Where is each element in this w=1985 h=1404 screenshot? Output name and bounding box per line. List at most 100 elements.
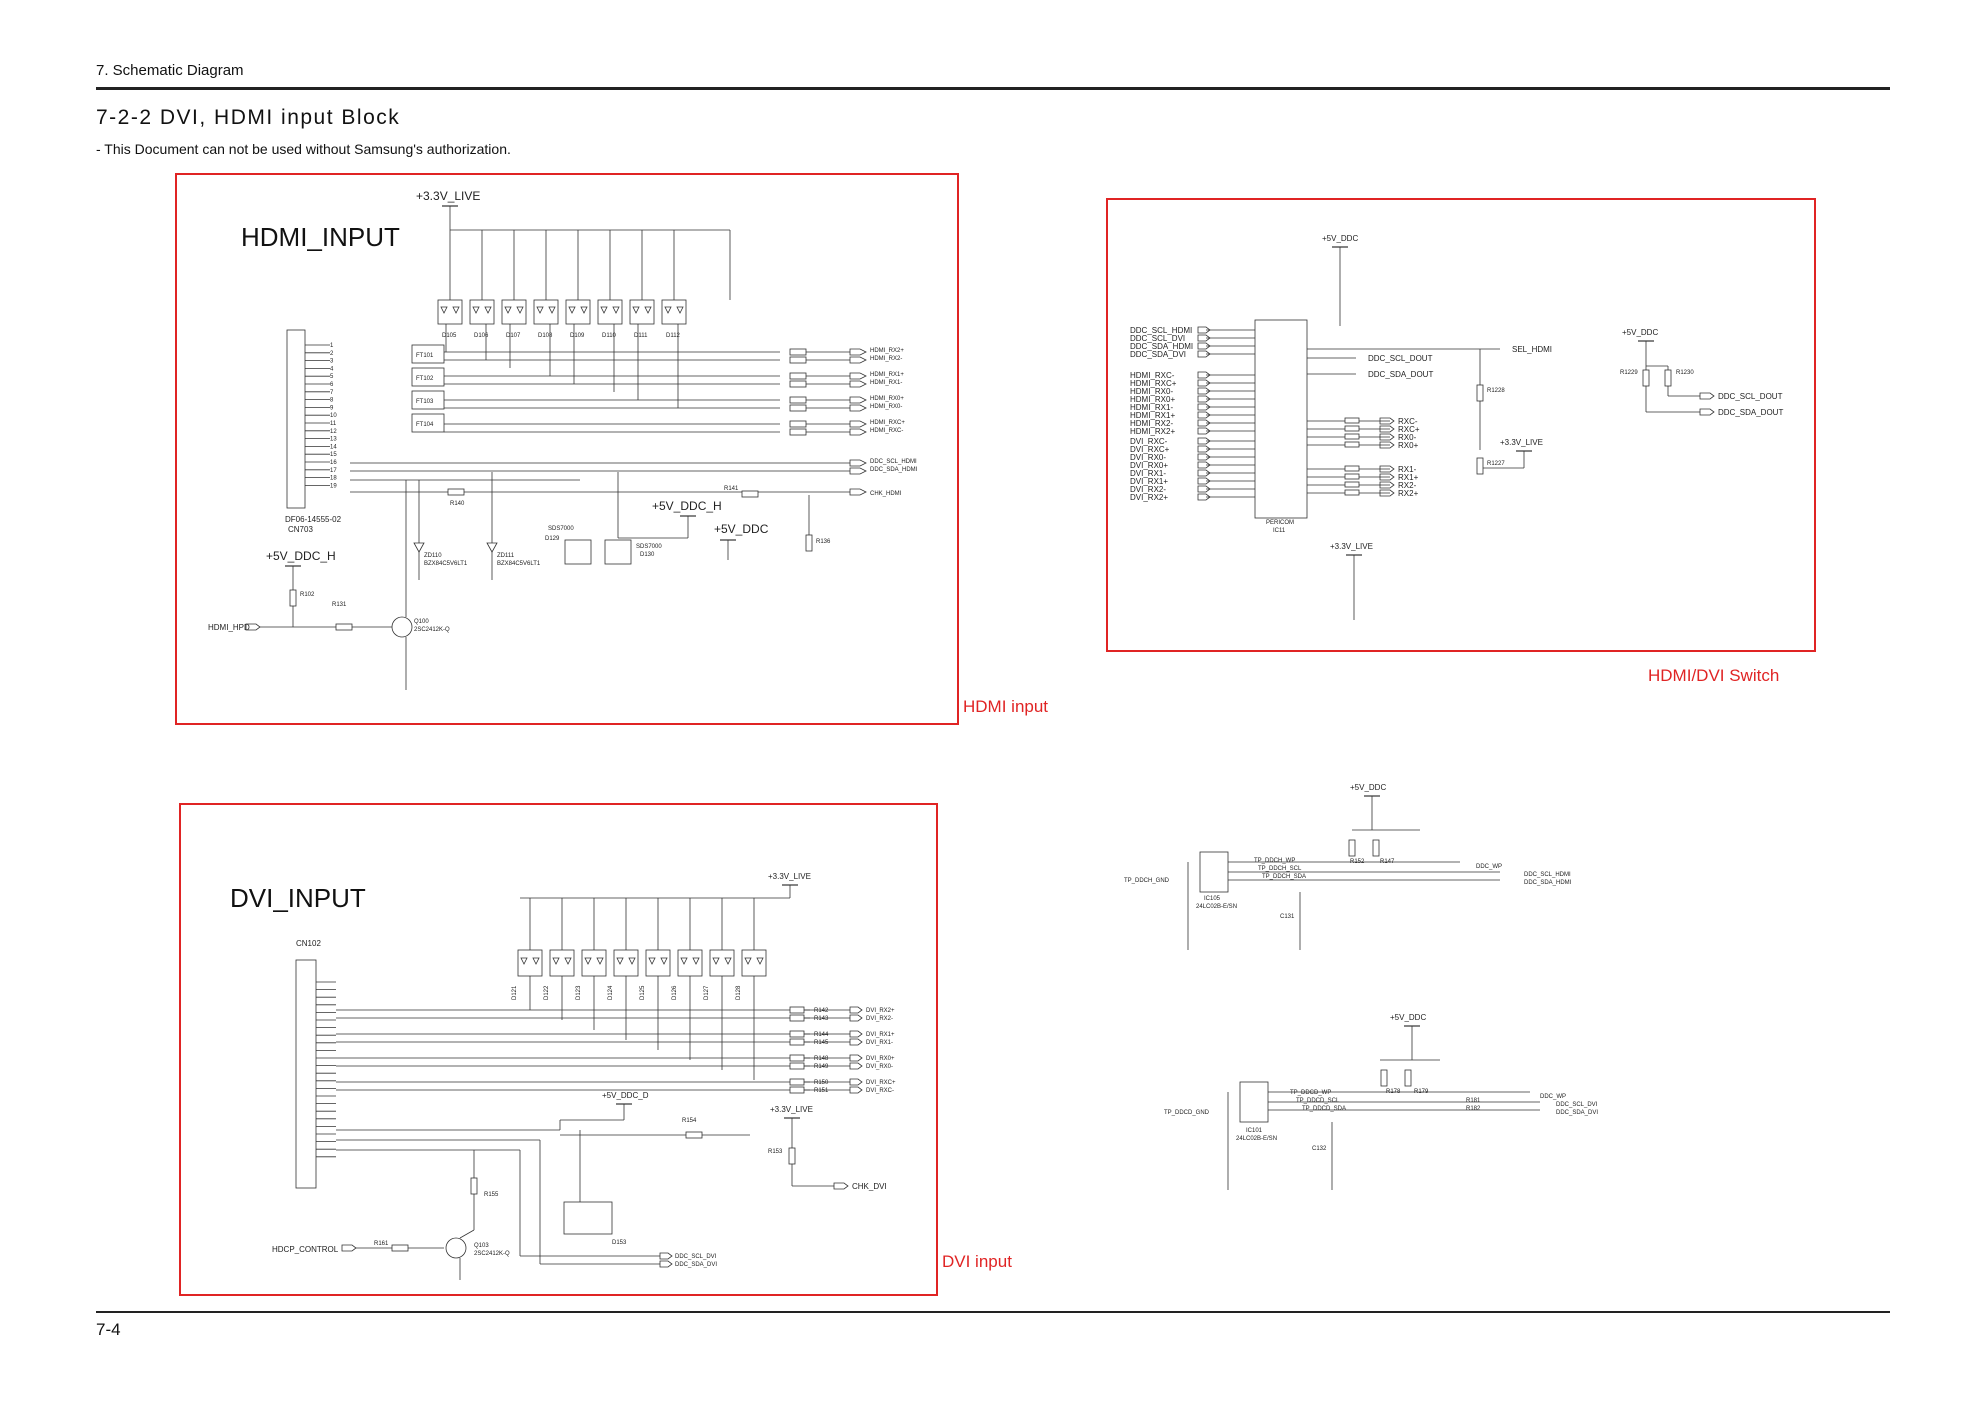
switch-ic-name: PERICOM	[1266, 520, 1294, 526]
hdmi-out-chk: CHK_HDMI	[870, 491, 902, 497]
dvi-out-1: DVI_RX2-	[866, 1016, 893, 1022]
switch-ddc-scl-dout-r: DDC_SCL_DOUT	[1718, 392, 1783, 401]
hdmi-out-rx2p: HDMI_RX2+	[870, 348, 904, 354]
hdmi-diode-4	[533, 299, 559, 325]
hdmi-out-ddc-scl: DDC_SCL_HDMI	[870, 459, 917, 465]
tp-ddch-scl: TP_DDCH_SCL	[1258, 866, 1302, 872]
ic101-part: 24LC02B-E/SN	[1236, 1136, 1277, 1142]
hdmi-pin-9: 9	[330, 405, 334, 411]
r152-label: R152	[1350, 859, 1365, 865]
hdmi-diode-3	[501, 299, 527, 325]
r154	[685, 1131, 703, 1139]
ic101-label: IC101	[1246, 1128, 1263, 1134]
ft102	[411, 367, 445, 387]
dvi-res-1: R143	[814, 1016, 829, 1022]
switch-in-2: DDC_SDA_HDMI	[1130, 342, 1193, 351]
hdmi-diode-1	[437, 299, 463, 325]
dvi-out-7: DVI_RXC-	[866, 1088, 894, 1094]
eeprom-dvi-scl: DDC_SCL_DVI	[1556, 1102, 1598, 1108]
dvi-diode-label-8: D128	[736, 985, 742, 1000]
ft104	[411, 413, 445, 433]
hdmi-input-caption: HDMI input	[963, 697, 1049, 716]
tp-ddch-wp: TP_DDCH_WP	[1254, 858, 1295, 864]
switch-in-16: DVI_RX1-	[1130, 469, 1166, 478]
sds7000-label-a: SDS7000	[548, 526, 574, 532]
switch-in-3: DDC_SDA_DVI	[1130, 350, 1186, 359]
d153	[563, 1201, 613, 1235]
dvi-diode-2	[549, 949, 575, 977]
dvi-rail-ddc-d: +5V_DDC_D	[602, 1091, 649, 1100]
d153-label: D153	[612, 1240, 627, 1246]
ic105-label: IC105	[1204, 896, 1221, 902]
eeprom-hdmi-schematic: +5V_DDC IC105 24LC02B-E/SN TP_DDCH_GND T…	[1124, 783, 1572, 950]
r1227	[1476, 457, 1484, 475]
hdmi-pin-13: 13	[330, 437, 337, 443]
r155-label: R155	[484, 1192, 499, 1198]
r1229-label: R1229	[1620, 370, 1638, 376]
hdmi-pin-16: 16	[330, 460, 337, 466]
footer-rule	[96, 1311, 1890, 1313]
dvi-out-6: DVI_RXC+	[866, 1080, 896, 1086]
r161-label: R161	[374, 1241, 389, 1247]
r153	[788, 1147, 796, 1165]
q100-label: Q100	[414, 619, 429, 625]
hdmi-out-rx0n: HDMI_RX0-	[870, 404, 902, 410]
r1228	[1476, 384, 1484, 402]
dvi-chk-label: CHK_DVI	[852, 1182, 887, 1191]
hdcp-control-port	[341, 1244, 357, 1252]
eeprom-dvi-sda: DDC_SDA_DVI	[1556, 1110, 1598, 1116]
switch-in-8: HDMI_RX1-	[1130, 403, 1173, 412]
switch-in-14: DVI_RX0-	[1130, 453, 1166, 462]
switch-out-3: RX0+	[1398, 441, 1419, 450]
tp-ddch-sda: TP_DDCH_SDA	[1262, 874, 1306, 880]
eeprom-dvi-schematic: +5V_DDC IC101 24LC02B-E/SN TP_DDCD_GND T…	[1164, 1013, 1598, 1190]
r136-label: R136	[816, 539, 831, 545]
switch-out-5: RX1+	[1398, 473, 1419, 482]
hdmi-diode-label-6: D110	[602, 333, 617, 339]
r147-label: R147	[1380, 859, 1395, 865]
r102-label: R102	[300, 592, 315, 598]
switch-ic-label: IC11	[1273, 528, 1286, 534]
hdmi-rail-ddc-h: +5V_DDC_H	[652, 499, 722, 513]
r136	[805, 534, 813, 552]
hdmi-diode-label-3: D107	[506, 333, 521, 339]
dvi-out-3: DVI_RX1-	[866, 1040, 893, 1046]
hdmi-pin-19: 19	[330, 483, 337, 489]
switch-out-2: RX0-	[1398, 433, 1417, 442]
hdmi-pin-5: 5	[330, 374, 334, 380]
switch-in-1: DDC_SCL_DVI	[1130, 334, 1185, 343]
r102	[289, 589, 297, 607]
eeprom-hdmi-rail: +5V_DDC	[1350, 783, 1386, 792]
dvi-res-4: R148	[814, 1056, 829, 1062]
d130-label: D130	[640, 552, 655, 558]
c132-label: C132	[1312, 1146, 1327, 1152]
eeprom-hdmi-wp: DDC_WP	[1476, 864, 1502, 870]
r178-label: R178	[1386, 1089, 1401, 1095]
switch-rail-right: +5V_DDC	[1622, 328, 1658, 337]
dvi-diode-4	[613, 949, 639, 977]
hdmi-pin-10: 10	[330, 413, 337, 419]
dvi-diode-label-2: D122	[544, 985, 550, 1000]
dvi-diode-1	[517, 949, 543, 977]
hdmi-hpd-label: HDMI_HPD	[208, 623, 250, 632]
dvi-res-0: R142	[814, 1008, 829, 1014]
header-rule	[96, 87, 1890, 90]
tp-ddcd-sda: TP_DDCD_SDA	[1302, 1106, 1346, 1112]
dvi-res-6: R150	[814, 1080, 829, 1086]
dvi-out-2: DVI_RX1+	[866, 1032, 895, 1038]
c131-label: C131	[1280, 914, 1295, 920]
hdmi-pin-4: 4	[330, 366, 334, 372]
hdmi-input-heading: HDMI_INPUT	[241, 222, 400, 252]
sds7000-label-b: SDS7000	[636, 544, 662, 550]
page-number: 7-4	[96, 1320, 121, 1339]
hdmi-pin-11: 11	[330, 421, 337, 427]
switch-out-7: RX2+	[1398, 489, 1419, 498]
zd111	[486, 542, 498, 553]
dvi-out-0: DVI_RX2+	[866, 1008, 895, 1014]
section-title: 7. Schematic Diagram	[96, 62, 244, 79]
switch-in-17: DVI_RX1+	[1130, 477, 1168, 486]
hdmi-pin-3: 3	[330, 359, 334, 365]
zd111-label: ZD111	[497, 553, 515, 559]
switch-in-4: HDMI_RXC-	[1130, 371, 1175, 380]
